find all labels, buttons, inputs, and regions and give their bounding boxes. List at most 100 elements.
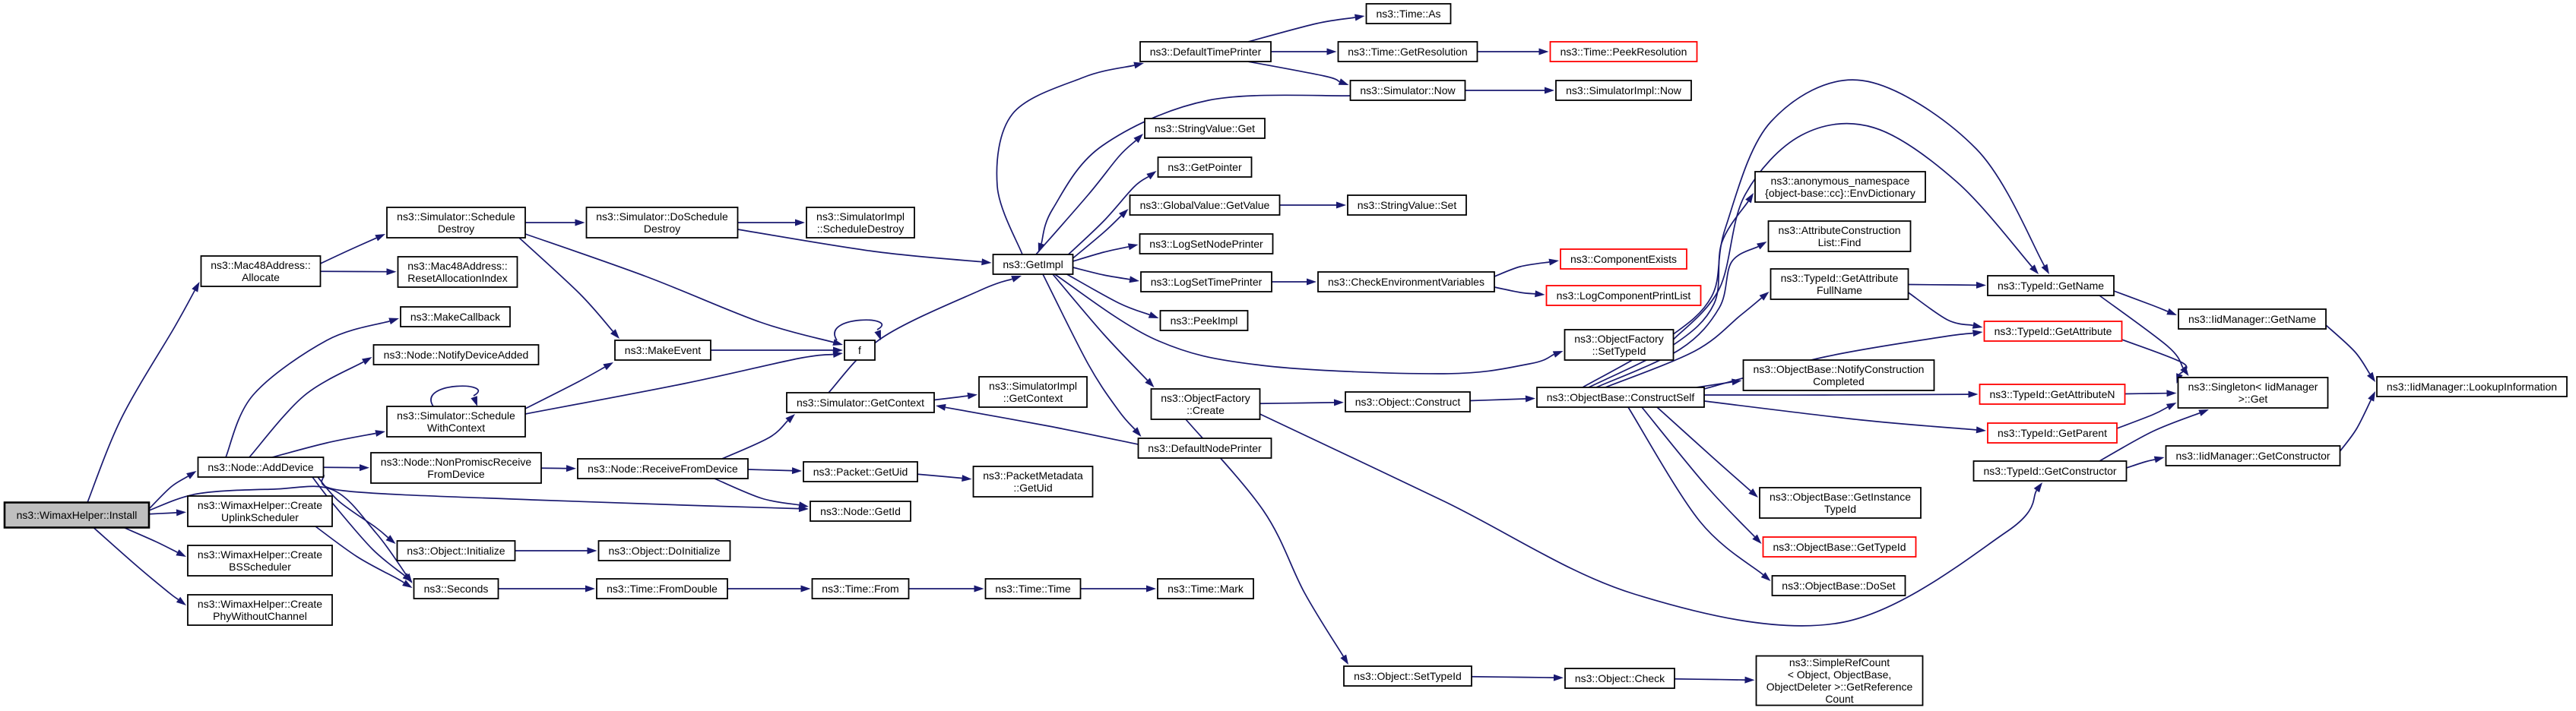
node-iidmanager_getconstructor[interactable]: ns3::IidManager::GetConstructor: [2165, 445, 2341, 466]
node-mac48_reset[interactable]: ns3::Mac48Address::ResetAllocationIndex: [397, 256, 518, 288]
node-sim_getcontext[interactable]: ns3::Simulator::GetContext: [786, 392, 935, 413]
node-typeid_getname[interactable]: ns3::TypeId::GetName: [1987, 275, 2115, 296]
node-simplerefcount[interactable]: ns3::SimpleRefCount< Object, ObjectBase,…: [1755, 655, 1924, 706]
node-packetmetadata_getuid[interactable]: ns3::PacketMetadata::GetUid: [972, 466, 1094, 498]
node-objbase_gettypeid[interactable]: ns3::ObjectBase::GetTypeId: [1762, 536, 1917, 558]
node-peekimpl[interactable]: ns3::PeekImpl: [1159, 310, 1249, 331]
node-objbase_doset[interactable]: ns3::ObjectBase::DoSet: [1771, 575, 1906, 596]
node-lookupinformation[interactable]: ns3::IidManager::LookupInformation: [2376, 376, 2568, 397]
node-objectfactory_create[interactable]: ns3::ObjectFactory::Create: [1150, 388, 1261, 420]
node-logsettimeprinter[interactable]: ns3::LogSetTimePrinter: [1140, 271, 1272, 292]
node-label: ns3::Object::SetTypeId: [1354, 670, 1462, 682]
node-simimpl_scheduledestroy[interactable]: ns3::SimulatorImpl::ScheduleDestroy: [806, 207, 915, 239]
node-typeid_getattributen[interactable]: ns3::TypeId::GetAttributeN: [1979, 384, 2126, 405]
edge-typeid_getattrfullname-typeid_getattribute: [1908, 292, 1983, 329]
node-install[interactable]: ns3::WimaxHelper::Install: [3, 501, 151, 529]
node-makecallback[interactable]: ns3::MakeCallback: [400, 306, 511, 327]
node-globalvalue_getvalue[interactable]: ns3::GlobalValue::GetValue: [1129, 194, 1281, 216]
node-simimpl_getcontext[interactable]: ns3::SimulatorImpl::GetContext: [978, 376, 1088, 408]
node-label: ns3::PacketMetadata: [983, 469, 1083, 482]
node-node_receivefromdevice[interactable]: ns3::Node::ReceiveFromDevice: [577, 458, 749, 479]
node-label: ns3::Time::FromDouble: [607, 583, 718, 595]
node-stringvalue_set[interactable]: ns3::StringValue::Set: [1347, 194, 1467, 216]
node-label: ns3::IidManager::GetName: [2188, 313, 2316, 325]
node-label: Completed: [1813, 375, 1865, 387]
node-label: ns3::Seconds: [424, 583, 489, 595]
node-getpointer[interactable]: ns3::GetPointer: [1157, 156, 1253, 178]
node-object_construct[interactable]: ns3::Object::Construct: [1345, 391, 1471, 412]
node-box: [844, 340, 876, 361]
node-objectfactory_settypeid[interactable]: ns3::ObjectFactory::SetTypeId: [1564, 329, 1675, 361]
node-label: ns3::ObjectBase::ConstructSelf: [1547, 391, 1695, 403]
node-box: [1555, 80, 1692, 101]
node-f[interactable]: f: [844, 340, 876, 361]
node-node_adddevice[interactable]: ns3::Node::AddDevice: [197, 457, 325, 478]
node-label: ns3::StringValue::Get: [1155, 122, 1255, 134]
node-label: ns3::Time::As: [1376, 8, 1440, 20]
node-box: [1139, 233, 1274, 254]
node-time_fromdouble[interactable]: ns3::Time::FromDouble: [596, 578, 728, 599]
node-checkenv[interactable]: ns3::CheckEnvironmentVariables: [1317, 271, 1495, 292]
node-logsetnodeprinter[interactable]: ns3::LogSetNodePrinter: [1139, 233, 1274, 254]
node-makeevent[interactable]: ns3::MakeEvent: [614, 340, 711, 361]
node-time_as[interactable]: ns3::Time::As: [1365, 3, 1452, 24]
node-create_phy[interactable]: ns3::WimaxHelper::CreatePhyWithoutChanne…: [187, 594, 333, 626]
node-defaultnodeprinter[interactable]: ns3::DefaultNodePrinter: [1137, 438, 1272, 459]
node-time_from[interactable]: ns3::Time::From: [811, 578, 910, 599]
node-packet_getuid[interactable]: ns3::Packet::GetUid: [803, 461, 918, 482]
node-time_time[interactable]: ns3::Time::Time: [984, 578, 1082, 599]
node-box: [597, 540, 731, 561]
node-typeid_getparent[interactable]: ns3::TypeId::GetParent: [1987, 422, 2118, 444]
node-label: ns3::WimaxHelper::Create: [198, 499, 322, 511]
node-getimpl[interactable]: ns3::GetImpl: [992, 254, 1074, 275]
node-singleton_get[interactable]: ns3::Singleton< IidManager>::Get: [2177, 377, 2329, 409]
node-envdictionary[interactable]: ns3::anonymous_namespace{object-base::cc…: [1754, 171, 1926, 203]
node-box: [1144, 118, 1266, 139]
node-simimpl_now[interactable]: ns3::SimulatorImpl::Now: [1555, 80, 1692, 101]
node-box: [1545, 285, 1702, 306]
node-iidmanager_getname[interactable]: ns3::IidManager::GetName: [2178, 308, 2327, 330]
edge-iidmanager_getname-lookupinformation: [2325, 324, 2375, 382]
node-typeid_getconstructor[interactable]: ns3::TypeId::GetConstructor: [1972, 460, 2128, 482]
node-box: [1337, 41, 1478, 62]
edge-sim_doscheduledestroy-getimpl: [737, 229, 992, 266]
node-logcomponentprintlist[interactable]: ns3::LogComponentPrintList: [1545, 285, 1702, 306]
node-label: ns3::StringValue::Set: [1358, 199, 1457, 211]
node-typeid_getattribute[interactable]: ns3::TypeId::GetAttribute: [1983, 321, 2123, 342]
node-sim_now[interactable]: ns3::Simulator::Now: [1349, 80, 1466, 101]
edge-node_adddevice-schedulewithcontext: [271, 430, 385, 458]
node-label: ns3::ComponentExists: [1570, 253, 1677, 265]
node-box: [577, 458, 749, 479]
edge-time_time-time_mark: [1080, 585, 1156, 592]
node-stringvalue_get[interactable]: ns3::StringValue::Get: [1144, 118, 1266, 139]
node-time_peekresolution[interactable]: ns3::Time::PeekResolution: [1549, 41, 1698, 62]
node-object_settypeid[interactable]: ns3::Object::SetTypeId: [1343, 665, 1472, 687]
node-label: ns3::Simulator::DoSchedule: [596, 210, 728, 223]
node-node_getid[interactable]: ns3::Node::GetId: [810, 501, 911, 522]
node-notifyconstructioncompleted[interactable]: ns3::ObjectBase::NotifyConstructionCompl…: [1742, 359, 1935, 391]
node-defaulttimeprinter[interactable]: ns3::DefaultTimePrinter: [1139, 41, 1272, 62]
node-time_getresolution[interactable]: ns3::Time::GetResolution: [1337, 41, 1478, 62]
node-notifydeviceadded[interactable]: ns3::Node::NotifyDeviceAdded: [372, 344, 540, 365]
edge-logsettimeprinter-checkenv: [1271, 278, 1317, 286]
node-box: [984, 578, 1082, 599]
edge-typeid_getattribute-singleton_get: [2121, 339, 2188, 384]
node-time_mark[interactable]: ns3::Time::Mark: [1157, 578, 1254, 599]
node-componentexists[interactable]: ns3::ComponentExists: [1560, 248, 1687, 270]
node-obj_initialize[interactable]: ns3::Object::Initialize: [396, 540, 516, 561]
node-box: [1157, 156, 1253, 178]
node-object_check[interactable]: ns3::Object::Check: [1564, 668, 1675, 689]
node-sim_scheduledestroy[interactable]: ns3::Simulator::ScheduleDestroy: [386, 207, 526, 239]
node-seconds[interactable]: ns3::Seconds: [413, 578, 499, 599]
node-obj_doinitialize[interactable]: ns3::Object::DoInitialize: [597, 540, 731, 561]
node-constructself[interactable]: ns3::ObjectBase::ConstructSelf: [1536, 387, 1705, 408]
node-mac48_allocate[interactable]: ns3::Mac48Address::Allocate: [200, 255, 322, 287]
